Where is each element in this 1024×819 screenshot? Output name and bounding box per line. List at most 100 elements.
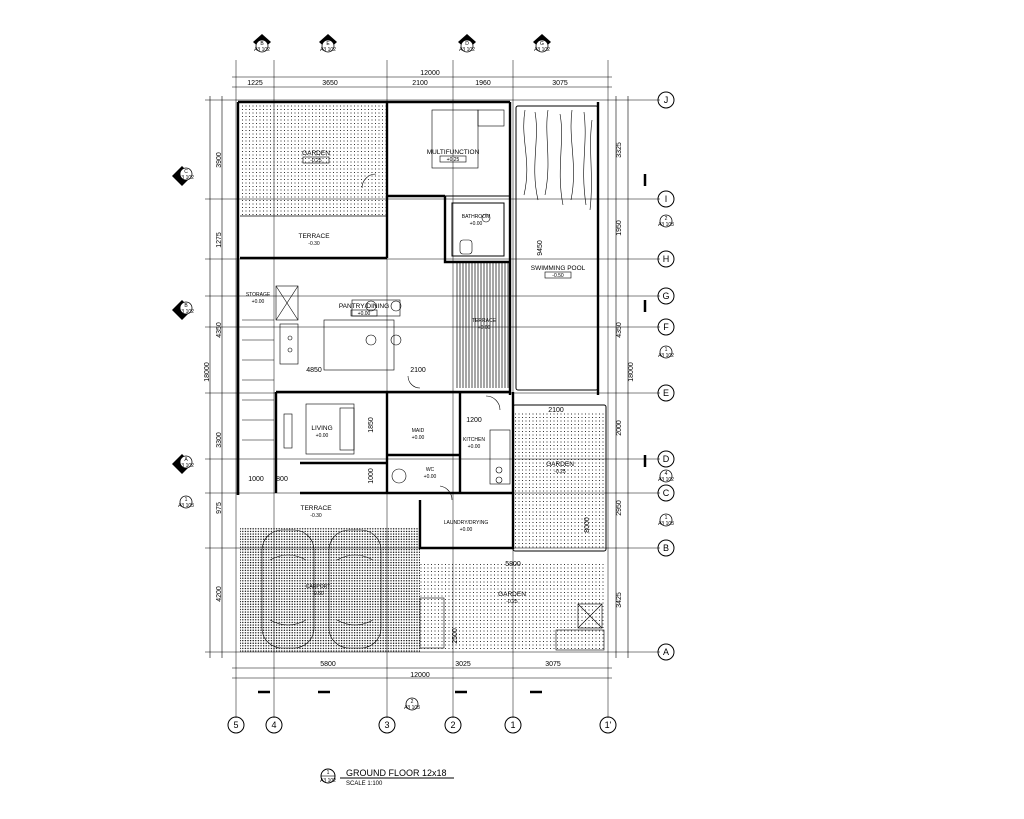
- svg-text:1: 1: [665, 515, 668, 521]
- section-marker-bottom: 2 A3 103: [404, 697, 420, 711]
- dim-top-4: 1960: [475, 80, 491, 87]
- dim-left-2: 1275: [216, 232, 223, 248]
- section-markers-right: 2 A3 103 1 A3 102 4 A3 102 1 A3 103: [658, 214, 674, 527]
- dim-top-total: 12000: [420, 70, 440, 77]
- svg-text:4: 4: [665, 471, 668, 477]
- dim-interior-8: 1000: [248, 476, 264, 483]
- room-terrace-mid: TERRACE +0.00: [472, 318, 497, 331]
- dim-left-6: 4200: [216, 586, 223, 602]
- room-name: GARDEN: [498, 591, 526, 598]
- svg-text:F: F: [663, 322, 669, 332]
- svg-text:G: G: [540, 41, 544, 47]
- dim-bottom-1: 5800: [320, 661, 336, 668]
- svg-text:3: 3: [384, 720, 389, 730]
- room-level: +0.00: [252, 299, 265, 305]
- room-level: -0.25: [554, 469, 566, 475]
- room-level: +0.00: [316, 433, 329, 439]
- svg-text:A3 102: A3 102: [534, 47, 550, 53]
- dim-bottom-3: 3075: [545, 661, 561, 668]
- svg-text:A: A: [184, 457, 188, 463]
- grid-bubble-3: 3: [378, 716, 396, 734]
- room-name: CARPORT: [306, 584, 330, 590]
- room-multifunction: MULTIFUNCTION +0.25: [427, 149, 480, 163]
- svg-text:I: I: [665, 194, 668, 204]
- room-storage: STORAGE +0.00: [246, 292, 271, 305]
- section-marker-icon: 1 A3 102: [658, 345, 674, 359]
- room-garden-front: GARDEN -0.25: [498, 591, 526, 605]
- room-name: GARDEN: [302, 150, 330, 157]
- grid-bubble-5: 5: [227, 716, 245, 734]
- dim-interior-6: 1000: [368, 468, 375, 484]
- room-level: -0.25: [506, 599, 518, 605]
- room-laundry: LAUNDRY/DRYING +0.00: [444, 520, 489, 533]
- dim-interior-5: 1850: [368, 417, 375, 433]
- room-level: +0.00: [478, 325, 491, 331]
- svg-text:B: B: [260, 41, 264, 47]
- dim-interior-10: 9450: [537, 240, 544, 256]
- grid-column-bubbles: 5 4 3 2 1 1': [227, 716, 617, 734]
- room-level: +0.00: [470, 221, 483, 227]
- svg-text:C: C: [663, 488, 670, 498]
- room-living: LIVING +0.00: [311, 425, 332, 439]
- dim-right-2: 1950: [616, 220, 623, 236]
- svg-text:G: G: [662, 291, 669, 301]
- section-marker-icon: A A3 102: [172, 454, 194, 474]
- drawing-scale: SCALE 1:100: [346, 781, 383, 787]
- section-markers-left: C A3 102 B A3 102 A A3 102 1 A3 103: [172, 166, 194, 509]
- section-marker-icon: 4 A3 102: [658, 469, 674, 483]
- walls: [236, 100, 607, 552]
- dim-interior-3: 1200: [466, 417, 482, 424]
- svg-text:A3 102: A3 102: [178, 309, 194, 315]
- room-name: KITCHEN: [463, 437, 485, 443]
- svg-text:B: B: [663, 543, 669, 553]
- grid-bubble-B: B: [657, 539, 675, 557]
- room-level: +0.00: [460, 527, 473, 533]
- dim-interior-4: 2100: [548, 407, 564, 414]
- svg-text:A3 102: A3 102: [178, 175, 194, 181]
- dim-interior-1: 4850: [306, 367, 322, 374]
- dim-interior-12: 8000: [584, 517, 591, 533]
- room-level: -0.25: [310, 158, 322, 164]
- svg-text:D: D: [663, 454, 670, 464]
- dim-top-5: 3075: [552, 80, 568, 87]
- svg-text:A3 102: A3 102: [178, 463, 194, 469]
- room-name: STORAGE: [246, 292, 271, 298]
- svg-text:5: 5: [233, 720, 238, 730]
- grid-bubble-1-prime: 1': [599, 716, 617, 734]
- room-name: BATHROOM: [462, 214, 491, 220]
- drawing-title-block: 1 A3 102 GROUND FLOOR 12x18 SCALE 1:100: [320, 768, 454, 787]
- dim-right-total: 18000: [628, 362, 635, 382]
- dim-left-5: 975: [216, 502, 223, 514]
- svg-text:C: C: [184, 169, 188, 175]
- room-wc: WC +0.00: [424, 467, 437, 480]
- grid-bubble-H: H: [657, 250, 675, 268]
- svg-text:2: 2: [665, 216, 668, 222]
- room-name: MAID: [412, 428, 425, 434]
- svg-text:2: 2: [450, 720, 455, 730]
- svg-text:A3 102: A3 102: [254, 47, 270, 53]
- drawing-title: GROUND FLOOR 12x18: [346, 768, 447, 778]
- room-level: -0.50: [312, 591, 324, 597]
- section-marker-icon: C A3 102: [172, 166, 194, 186]
- title-tag-num: 1: [327, 770, 330, 776]
- dim-right-5: 2950: [616, 500, 623, 516]
- grid-row-bubbles: J I H G F E D C B A: [657, 91, 675, 661]
- room-name: GARDEN: [546, 461, 574, 468]
- section-marker-icon: 1 A3 103: [178, 495, 194, 509]
- svg-text:4: 4: [271, 720, 276, 730]
- svg-text:A3 102: A3 102: [459, 47, 475, 53]
- room-kitchen: KITCHEN +0.00: [463, 437, 485, 450]
- dim-left-3: 4350: [216, 322, 223, 338]
- grid-bubble-I: I: [657, 190, 675, 208]
- section-marker-icon: D A3 102: [458, 34, 476, 53]
- dimension-labels: 12000 1225 3650 2100 1960 3075 5800 3025…: [204, 70, 635, 679]
- dim-right-4: 2000: [616, 420, 623, 436]
- dim-interior-2: 2100: [410, 367, 426, 374]
- room-name: WC: [426, 467, 435, 473]
- room-name: TERRACE: [472, 318, 497, 324]
- section-marker-icon: 1 A3 103: [658, 513, 674, 527]
- room-labels: GARDEN -0.25 MULTIFUNCTION +0.25 TERRACE…: [246, 149, 586, 605]
- room-name: SWIMMING POOL: [531, 265, 586, 272]
- room-name: TERRACE: [300, 505, 332, 512]
- dim-bottom-2: 3025: [455, 661, 471, 668]
